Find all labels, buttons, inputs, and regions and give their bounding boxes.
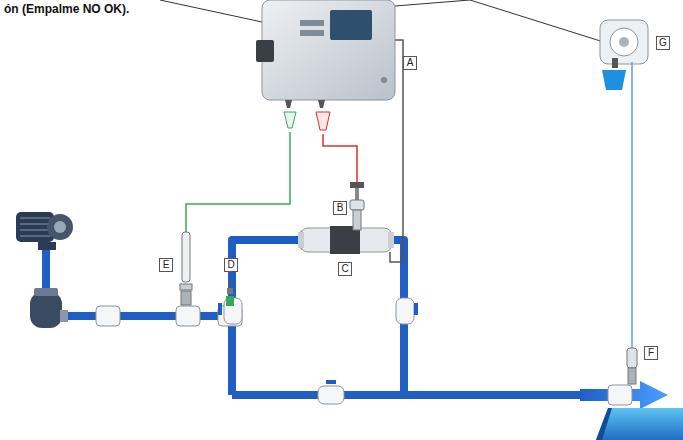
filter	[30, 288, 68, 328]
callout-box: A	[403, 56, 417, 70]
callout-box: C	[338, 262, 352, 276]
callout-letter: F	[648, 348, 654, 358]
caption-fragment: ón (Empalme NO OK).	[4, 2, 129, 16]
callout-letter: A	[407, 58, 414, 68]
dosing-tube	[631, 62, 633, 348]
callout-letter: G	[659, 38, 667, 48]
probe-e	[180, 232, 192, 305]
callout-box: D	[224, 258, 238, 272]
controller	[256, 0, 395, 108]
callout-letter: C	[341, 264, 348, 274]
callout-letter: E	[163, 260, 170, 270]
injector-f	[627, 348, 637, 384]
callout-box: F	[644, 346, 658, 360]
pool	[596, 408, 683, 440]
pipe-saddle	[96, 230, 632, 405]
callout-box: B	[333, 201, 347, 215]
callout-box: E	[159, 258, 173, 272]
callout-box: G	[656, 36, 670, 50]
injector-d	[226, 281, 234, 306]
redox-cable	[323, 134, 357, 182]
sensor-plug	[284, 112, 330, 130]
valve	[224, 298, 414, 404]
ph-cable	[186, 132, 290, 232]
flow-arrow	[580, 381, 668, 409]
callout-letter: B	[337, 203, 344, 213]
pipework	[46, 240, 590, 395]
probe-b	[350, 182, 364, 230]
callout-letter: D	[227, 260, 234, 270]
dosing-pump	[600, 20, 648, 90]
pump	[16, 212, 73, 250]
electrolysis-cell	[298, 226, 394, 254]
